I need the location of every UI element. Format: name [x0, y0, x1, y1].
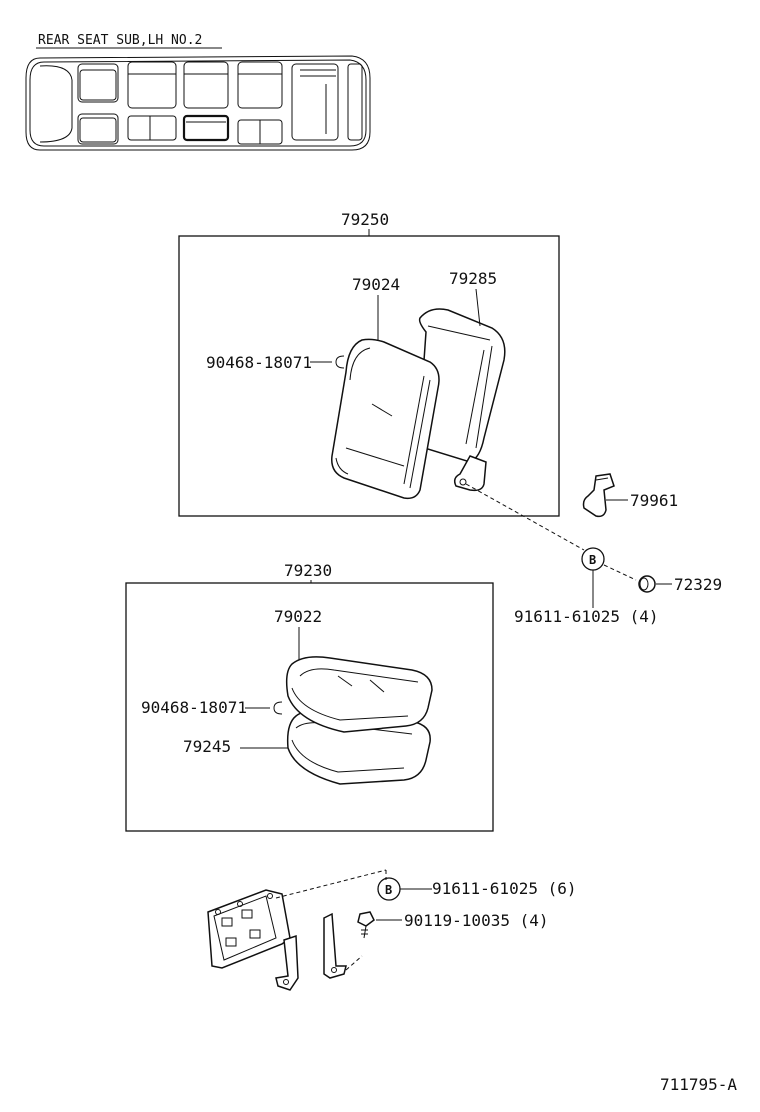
- hog-ring-icon-lower: [273, 701, 283, 715]
- label-79230: 79230: [284, 561, 332, 580]
- label-90119: 90119-10035 (4): [404, 911, 549, 930]
- seatback-frame-79285: [417, 308, 506, 492]
- dashed-leader-cap: [603, 564, 637, 581]
- label-72329: 72329: [674, 575, 722, 594]
- dashed-leader-screw: [345, 955, 363, 971]
- cushion-assembly-box: [125, 582, 494, 832]
- leg-bracket-right: [323, 912, 347, 979]
- cap-72329: [638, 575, 656, 593]
- b-marker-lower-text: B: [385, 883, 392, 897]
- seat-frame-bracket: [207, 889, 299, 991]
- dashed-leader-bolt-lower-a: [275, 869, 387, 899]
- seatback-assembly-box: [178, 235, 560, 517]
- hog-ring-icon-upper: [335, 355, 345, 369]
- illustration-id: 711795-A: [660, 1075, 737, 1094]
- seatback-cover-79024: [331, 338, 440, 500]
- diagram-title: REAR SEAT SUB,LH NO.2: [38, 33, 202, 48]
- cushion-cover-79022: [285, 656, 433, 733]
- vehicle-locator: [25, 55, 371, 151]
- bracket-79961: [582, 473, 615, 518]
- label-79024: 79024: [352, 275, 400, 294]
- label-79245: 79245: [183, 737, 231, 756]
- dashed-leader-bolt-upper: [465, 483, 585, 551]
- leader-79285: [475, 288, 481, 327]
- label-90468-upper: 90468-18071: [206, 353, 312, 372]
- label-79250: 79250: [341, 210, 389, 229]
- label-91611-upper: 91611-61025 (4): [514, 607, 659, 626]
- label-79285: 79285: [449, 269, 497, 288]
- label-79022: 79022: [274, 607, 322, 626]
- label-79961: 79961: [630, 491, 678, 510]
- label-91611-lower: 91611-61025 (6): [432, 879, 577, 898]
- screw-90119-icon: [357, 911, 375, 939]
- label-90468-lower: 90468-18071: [141, 698, 247, 717]
- b-marker-upper-text: B: [589, 553, 596, 567]
